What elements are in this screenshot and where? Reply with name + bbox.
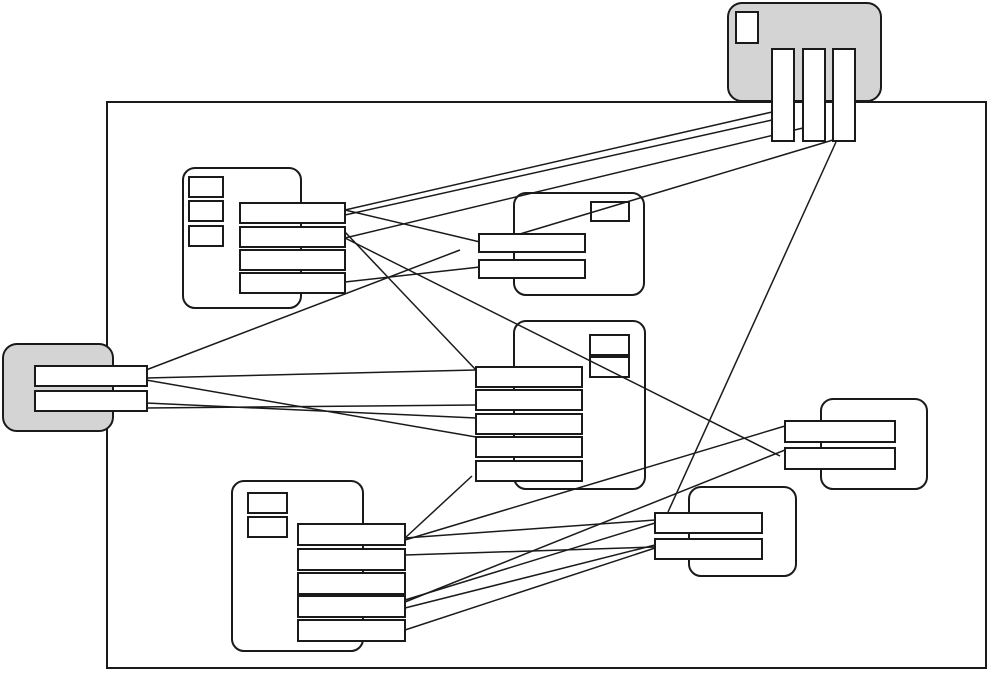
connection-line bbox=[404, 449, 786, 603]
node-b-indicator bbox=[590, 201, 630, 222]
node-a-port bbox=[239, 249, 346, 271]
node-b-port bbox=[478, 259, 586, 279]
ext-left-container bbox=[2, 343, 114, 432]
ext-top-right-port bbox=[832, 48, 856, 142]
node-a-port bbox=[239, 226, 346, 248]
node-e-port bbox=[297, 548, 406, 571]
connection-line bbox=[479, 139, 834, 247]
node-d-port bbox=[784, 420, 896, 443]
connection-line bbox=[145, 404, 477, 409]
connection-line bbox=[404, 475, 473, 539]
node-c-port bbox=[475, 413, 583, 435]
node-c-port bbox=[475, 389, 583, 411]
connection-line bbox=[404, 547, 656, 631]
node-a-port bbox=[239, 272, 346, 294]
connection-line bbox=[344, 127, 804, 239]
connection-line bbox=[404, 519, 656, 539]
node-c-port bbox=[475, 460, 583, 482]
connection-line bbox=[404, 546, 656, 556]
connections bbox=[145, 111, 837, 631]
node-a-indicator bbox=[188, 176, 224, 198]
node-c-port bbox=[475, 436, 583, 458]
node-f-port bbox=[654, 538, 763, 560]
indicators bbox=[188, 11, 759, 538]
ext-left-port bbox=[34, 365, 148, 387]
connection-line bbox=[344, 266, 481, 283]
connection-line bbox=[344, 209, 481, 243]
connection-line bbox=[667, 141, 837, 513]
connection-line bbox=[145, 249, 461, 371]
node-d-port bbox=[784, 447, 896, 470]
connection-line bbox=[344, 111, 773, 211]
node-d-container bbox=[820, 398, 928, 490]
connection-line bbox=[404, 544, 656, 609]
connection-line bbox=[404, 522, 656, 601]
ext-top-right-port bbox=[802, 48, 826, 142]
node-c-indicator bbox=[589, 334, 630, 356]
connection-line bbox=[404, 425, 786, 541]
node-c-port bbox=[475, 366, 583, 388]
ext-top-right-port bbox=[771, 48, 795, 142]
node-e-port bbox=[297, 572, 406, 595]
node-e-indicator bbox=[247, 516, 288, 538]
node-f-port bbox=[654, 512, 763, 534]
node-b-port bbox=[478, 233, 586, 253]
connection-line bbox=[145, 369, 477, 379]
node-a-indicator bbox=[188, 200, 224, 222]
connection-line bbox=[344, 237, 781, 457]
connection-line bbox=[145, 402, 477, 419]
ext-top-right-indicator bbox=[735, 11, 759, 44]
connection-line bbox=[145, 379, 477, 438]
connection-line bbox=[344, 119, 773, 216]
ports bbox=[34, 48, 896, 642]
node-e-port bbox=[297, 595, 406, 618]
node-c-indicator bbox=[589, 356, 630, 378]
node-a-indicator bbox=[188, 225, 224, 247]
ext-left-port bbox=[34, 390, 148, 412]
node-a-port bbox=[239, 202, 346, 224]
node-e-port bbox=[297, 523, 406, 546]
node-e-indicator bbox=[247, 492, 288, 514]
connection-line bbox=[344, 231, 477, 371]
node-e-port bbox=[297, 619, 406, 642]
